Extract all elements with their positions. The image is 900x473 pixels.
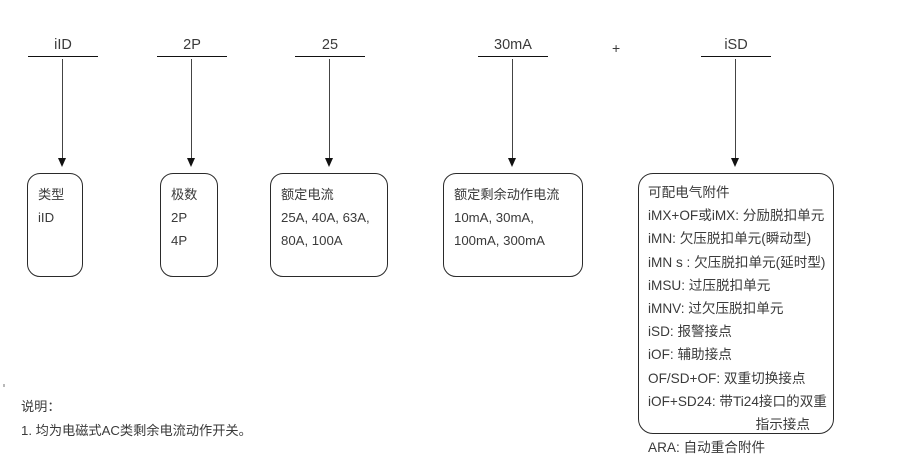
arrow-head-poles <box>187 158 195 167</box>
box-line: 80A, 100A <box>281 233 343 248</box>
arrow-shaft-residual-current <box>512 59 513 159</box>
box-rated-current: 额定电流 25A, 40A, 63A, 80A, 100A <box>270 173 388 277</box>
box-title: 类型 <box>38 187 65 202</box>
box-title: 额定电流 <box>281 187 334 202</box>
accessory-item: iMX+OF或iMX: 分励脱扣单元 <box>648 208 825 224</box>
accessory-item: iMN: 欠压脱扣单元(瞬动型) <box>648 231 812 247</box>
box-residual-current: 额定剩余动作电流 10mA, 30mA, 100mA, 300mA <box>443 173 583 277</box>
box-title: 可配电气附件 <box>648 185 730 200</box>
header-underline <box>295 56 365 57</box>
arrow-shaft-type <box>62 59 63 159</box>
accessory-item: iOF: 辅助接点 <box>648 347 732 363</box>
arrow-head-residual-current <box>508 158 516 167</box>
arrow-shaft-accessory <box>735 59 736 159</box>
arrow-shaft-rated-current <box>329 59 330 159</box>
accessory-item: iSD: 报警接点 <box>648 324 732 340</box>
accessory-item: ARA: 自动重合附件 <box>648 440 766 456</box>
header-underline <box>157 56 227 57</box>
code-token-poles: 2P <box>183 37 201 53</box>
arrow-head-accessory <box>731 158 739 167</box>
column-header-poles: 2P <box>157 36 227 57</box>
box-title: 额定剩余动作电流 <box>454 187 560 202</box>
code-token-type: iID <box>54 37 72 53</box>
box-accessories: 可配电气附件 iMX+OF或iMX: 分励脱扣单元 iMN: 欠压脱扣单元(瞬动… <box>638 173 834 455</box>
box-line: 10mA, 30mA, <box>454 210 534 225</box>
arrow-shaft-poles <box>191 59 192 159</box>
footnote-block: 说明： 1. 均为电磁式AC类剩余电流动作开关。 <box>21 395 252 443</box>
footnote-heading: 说明： <box>21 399 61 414</box>
footnote-item: 1. 均为电磁式AC类剩余电流动作开关。 <box>21 423 252 438</box>
arrow-head-type <box>58 158 66 167</box>
arrow-head-rated-current <box>325 158 333 167</box>
plus-symbol: + <box>612 40 621 56</box>
header-underline <box>478 56 548 57</box>
box-line: 2P <box>171 210 188 225</box>
accessory-item: iOF+SD24: 带Ti24接口的双重 <box>648 393 827 409</box>
column-header-accessory: iSD <box>701 36 771 57</box>
box-line: 100mA, 300mA <box>454 233 545 248</box>
accessory-item: OF/SD+OF: 双重切换接点 <box>648 370 806 386</box>
column-header-rated-current: 25 <box>295 36 365 57</box>
code-token-accessory: iSD <box>724 37 748 53</box>
box-title: 极数 <box>171 187 198 202</box>
accessory-item: iMNV: 过欠压脱扣单元 <box>648 301 784 317</box>
column-header-type: iID <box>28 36 98 57</box>
accessory-item-continuation: 指示接点 <box>755 417 810 433</box>
box-line: iID <box>38 210 55 225</box>
code-token-residual-current: 30mA <box>494 37 532 53</box>
header-underline <box>701 56 771 57</box>
header-underline <box>28 56 98 57</box>
code-token-rated-current: 25 <box>321 37 339 53</box>
box-line: 4P <box>171 233 188 248</box>
accessory-item: iMSU: 过压脱扣单元 <box>648 277 771 293</box>
box-type: 类型 iID <box>27 173 83 277</box>
column-header-residual-current: 30mA <box>478 36 548 57</box>
box-line: 25A, 40A, 63A, <box>281 210 370 225</box>
accessory-item: iMN s : 欠压脱扣单元(延时型) <box>648 254 826 270</box>
image-speck-artifact <box>3 384 5 387</box>
box-poles: 极数 2P 4P <box>160 173 218 277</box>
